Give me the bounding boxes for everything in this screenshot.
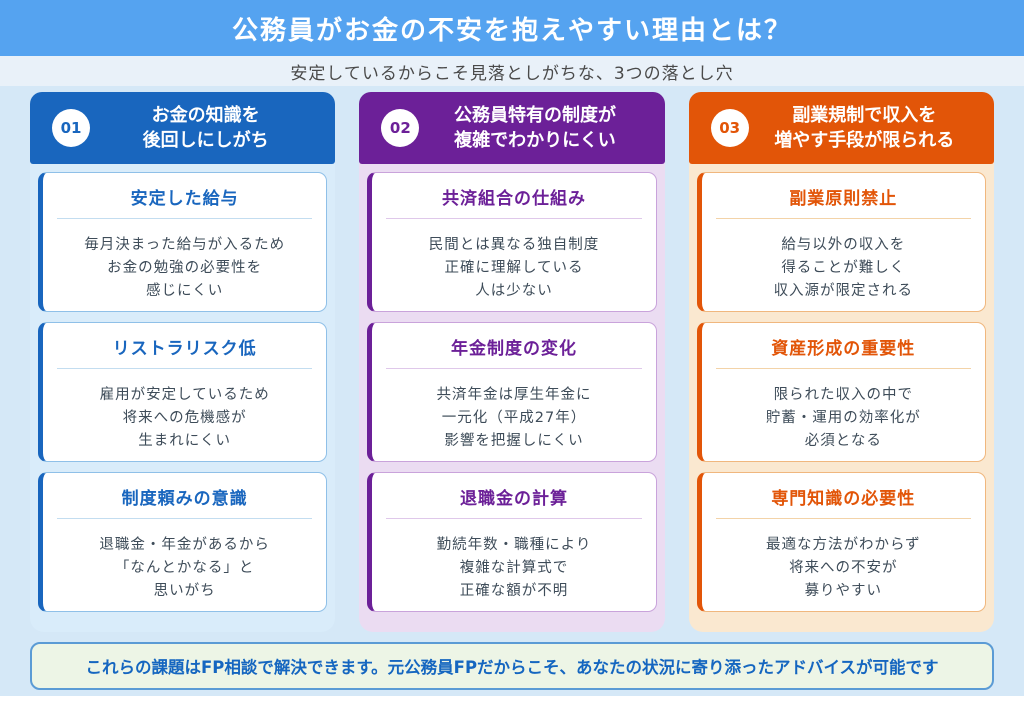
- card-divider: [57, 368, 313, 369]
- cta-text: これらの課題はFP相談で解決できます。元公務員FPだからこそ、あなたの状況に寄り…: [85, 658, 939, 677]
- reasons-columns: 01 お金の知識を 後回しにしがち 安定した給与 毎月決まった給与が入るため お…: [0, 86, 1024, 632]
- card-title: 年金制度の変化: [450, 339, 577, 359]
- card-body: 最適な方法がわからず 将来への不安が 募りやすい: [765, 537, 921, 600]
- subtitle-band: 安定しているからこそ見落としがちな、3つの落とし穴: [0, 56, 1024, 86]
- card-body: 民間とは異なる独自制度 正確に理解している 人は少ない: [428, 237, 600, 300]
- card-body: 共済年金は厚生年金に 一元化（平成27年） 影響を把握しにくい: [436, 387, 592, 450]
- card-divider: [386, 368, 642, 369]
- column-side-job-restrictions: 03 副業規制で収入を 増やす手段が限られる 副業原則禁止 給与以外の収入を 得…: [688, 92, 994, 632]
- card-body: 給与以外の収入を 得ることが難しく 収入源が限定される: [773, 237, 914, 300]
- card-title: 資産形成の重要性: [771, 339, 916, 359]
- column-1-title: お金の知識を 後回しにしがち: [142, 104, 269, 151]
- card-divider: [57, 518, 313, 519]
- card-title: リストラリスク低: [112, 339, 257, 359]
- card-title: 退職金の計算: [459, 489, 568, 509]
- column-complex-system: 02 公務員特有の制度が 複雑でわかりにくい 共済組合の仕組み 民間とは異なる独…: [359, 92, 665, 632]
- subtitle-text: 安定しているからこそ見落としがちな、3つの落とし穴: [290, 63, 734, 84]
- card-body: 退職金・年金があるから 「なんとかなる」と 思いがち: [99, 537, 270, 600]
- card-retirement-pay-calculation: 退職金の計算 勤続年数・職種により 複雑な計算式で 正確な額が不明: [367, 472, 657, 612]
- card-title: 制度頼みの意識: [121, 489, 248, 509]
- column-money-knowledge: 01 お金の知識を 後回しにしがち 安定した給与 毎月決まった給与が入るため お…: [30, 92, 336, 632]
- card-divider: [715, 518, 971, 519]
- card-low-layoff-risk: リストラリスク低 雇用が安定しているため 将来への危機感が 生まれにくい: [38, 322, 328, 462]
- card-mutual-aid-association: 共済組合の仕組み 民間とは異なる独自制度 正確に理解している 人は少ない: [367, 172, 657, 312]
- card-stable-salary: 安定した給与 毎月決まった給与が入るため お金の勉強の必要性を 感じにくい: [38, 172, 328, 312]
- card-divider: [386, 218, 642, 219]
- card-side-job-prohibited: 副業原則禁止 給与以外の収入を 得ることが難しく 収入源が限定される: [696, 172, 986, 312]
- column-3-title: 副業規制で収入を 増やす手段が限られる: [774, 104, 955, 151]
- card-title: 共済組合の仕組み: [441, 189, 586, 209]
- card-title: 専門知識の必要性: [771, 489, 916, 509]
- step-number-badge: 03: [710, 109, 749, 147]
- card-pension-changes: 年金制度の変化 共済年金は厚生年金に 一元化（平成27年） 影響を把握しにくい: [367, 322, 657, 462]
- card-asset-building-importance: 資産形成の重要性 限られた収入の中で 貯蓄・運用の効率化が 必須となる: [696, 322, 986, 462]
- card-reliance-on-system: 制度頼みの意識 退職金・年金があるから 「なんとかなる」と 思いがち: [38, 472, 328, 612]
- card-divider: [715, 218, 971, 219]
- card-title: 副業原則禁止: [789, 189, 898, 209]
- column-1-header: 01 お金の知識を 後回しにしがち: [30, 92, 336, 164]
- card-divider: [715, 368, 971, 369]
- page-title: 公務員がお金の不安を抱えやすい理由とは？: [231, 15, 792, 46]
- card-divider: [57, 218, 313, 219]
- step-number-badge: 02: [381, 109, 420, 147]
- card-body: 毎月決まった給与が入るため お金の勉強の必要性を 感じにくい: [84, 237, 286, 300]
- column-2-title: 公務員特有の制度が 複雑でわかりにくい: [453, 104, 616, 151]
- column-2-header: 02 公務員特有の制度が 複雑でわかりにくい: [359, 92, 665, 164]
- card-body: 限られた収入の中で 貯蓄・運用の効率化が 必須となる: [765, 387, 921, 450]
- cta-banner: これらの課題はFP相談で解決できます。元公務員FPだからこそ、あなたの状況に寄り…: [30, 642, 994, 690]
- card-divider: [386, 518, 642, 519]
- card-expert-knowledge-needed: 専門知識の必要性 最適な方法がわからず 将来への不安が 募りやすい: [696, 472, 986, 612]
- column-3-header: 03 副業規制で収入を 増やす手段が限られる: [688, 92, 994, 164]
- card-body: 勤続年数・職種により 複雑な計算式で 正確な額が不明: [436, 537, 592, 600]
- step-number-badge: 01: [52, 109, 90, 147]
- card-body: 雇用が安定しているため 将来への危機感が 生まれにくい: [99, 387, 270, 450]
- header-banner: 公務員がお金の不安を抱えやすい理由とは？: [0, 0, 1024, 56]
- card-title: 安定した給与: [130, 189, 239, 209]
